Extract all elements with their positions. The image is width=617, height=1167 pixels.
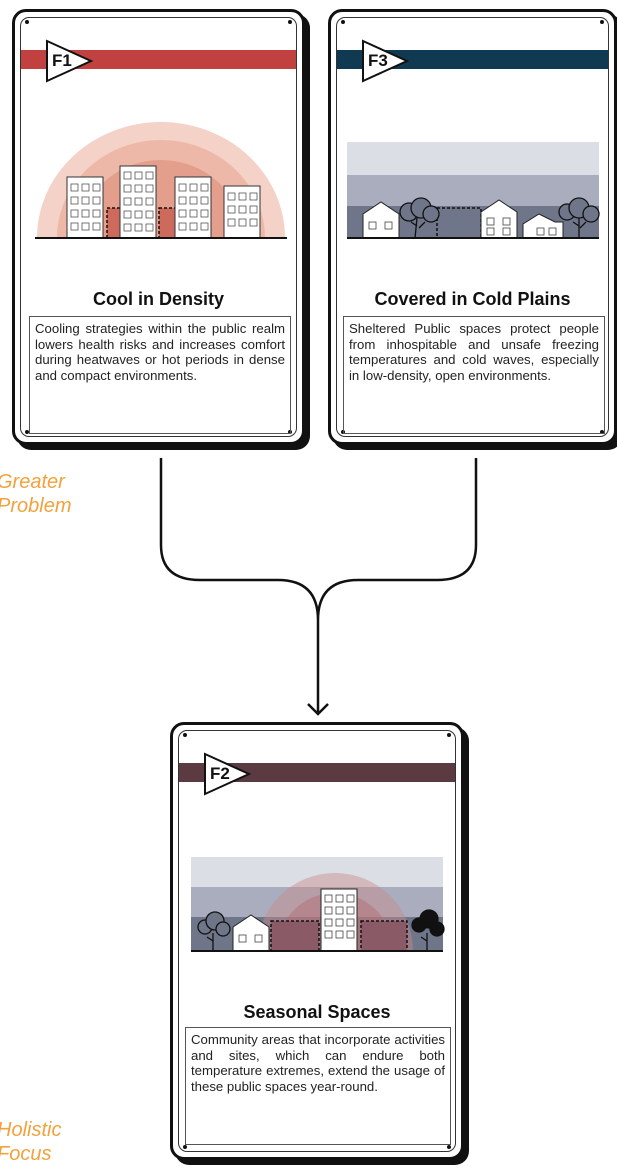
card-title: Cool in Density (92, 289, 224, 309)
corner-dot (447, 1145, 451, 1149)
card-title: Covered in Cold Plains (374, 289, 571, 309)
corner-dot (341, 20, 345, 24)
tag-flag-icon (362, 39, 410, 83)
holistic-focus-label: Holistic Focus (0, 1118, 61, 1166)
card-f1: F1 (12, 9, 305, 445)
corner-dot (600, 430, 604, 434)
card-description: Sheltered Public spaces protect people f… (343, 316, 605, 434)
tag-label: F1 (52, 51, 72, 70)
card-inner-border (178, 730, 456, 1152)
card-inner-border (336, 17, 609, 437)
problem-label-line: Problem (0, 495, 72, 517)
seasonal-spaces-illustration (191, 857, 445, 952)
corner-dot (183, 1145, 187, 1149)
corner-dot (600, 20, 604, 24)
cool-density-illustration (35, 122, 287, 239)
cold-plains-illustration (347, 142, 600, 239)
corner-dot (183, 733, 187, 737)
tag-flag-icon (46, 39, 94, 83)
tag-label: F3 (368, 51, 388, 70)
color-band (21, 50, 296, 69)
corner-dot (447, 733, 451, 737)
holistic-label-line: Holistic (0, 1119, 62, 1141)
card-f3: F3 Covered in Cold Plains Sheltered Publ… (328, 9, 617, 445)
focus-label-line: Focus (0, 1143, 52, 1165)
greater-label-line: Greater (0, 471, 65, 493)
connector-arrowhead (307, 703, 329, 716)
card-description: Cooling strategies within the public rea… (29, 316, 291, 434)
corner-dot (25, 430, 29, 434)
connector-path (159, 458, 478, 712)
tag-label: F2 (210, 764, 230, 783)
corner-dot (25, 20, 29, 24)
color-band (337, 50, 608, 69)
card-description: Community areas that incorporate activit… (185, 1027, 451, 1145)
card-f2: F2 Seasonal Spaces Community area (170, 722, 464, 1160)
card-title: Seasonal Spaces (243, 1002, 391, 1022)
corner-dot (288, 20, 292, 24)
tag-flag-icon (204, 752, 252, 796)
greater-problem-label: Greater Problem (0, 470, 71, 518)
color-band (179, 763, 455, 782)
card-inner-border (20, 17, 297, 437)
